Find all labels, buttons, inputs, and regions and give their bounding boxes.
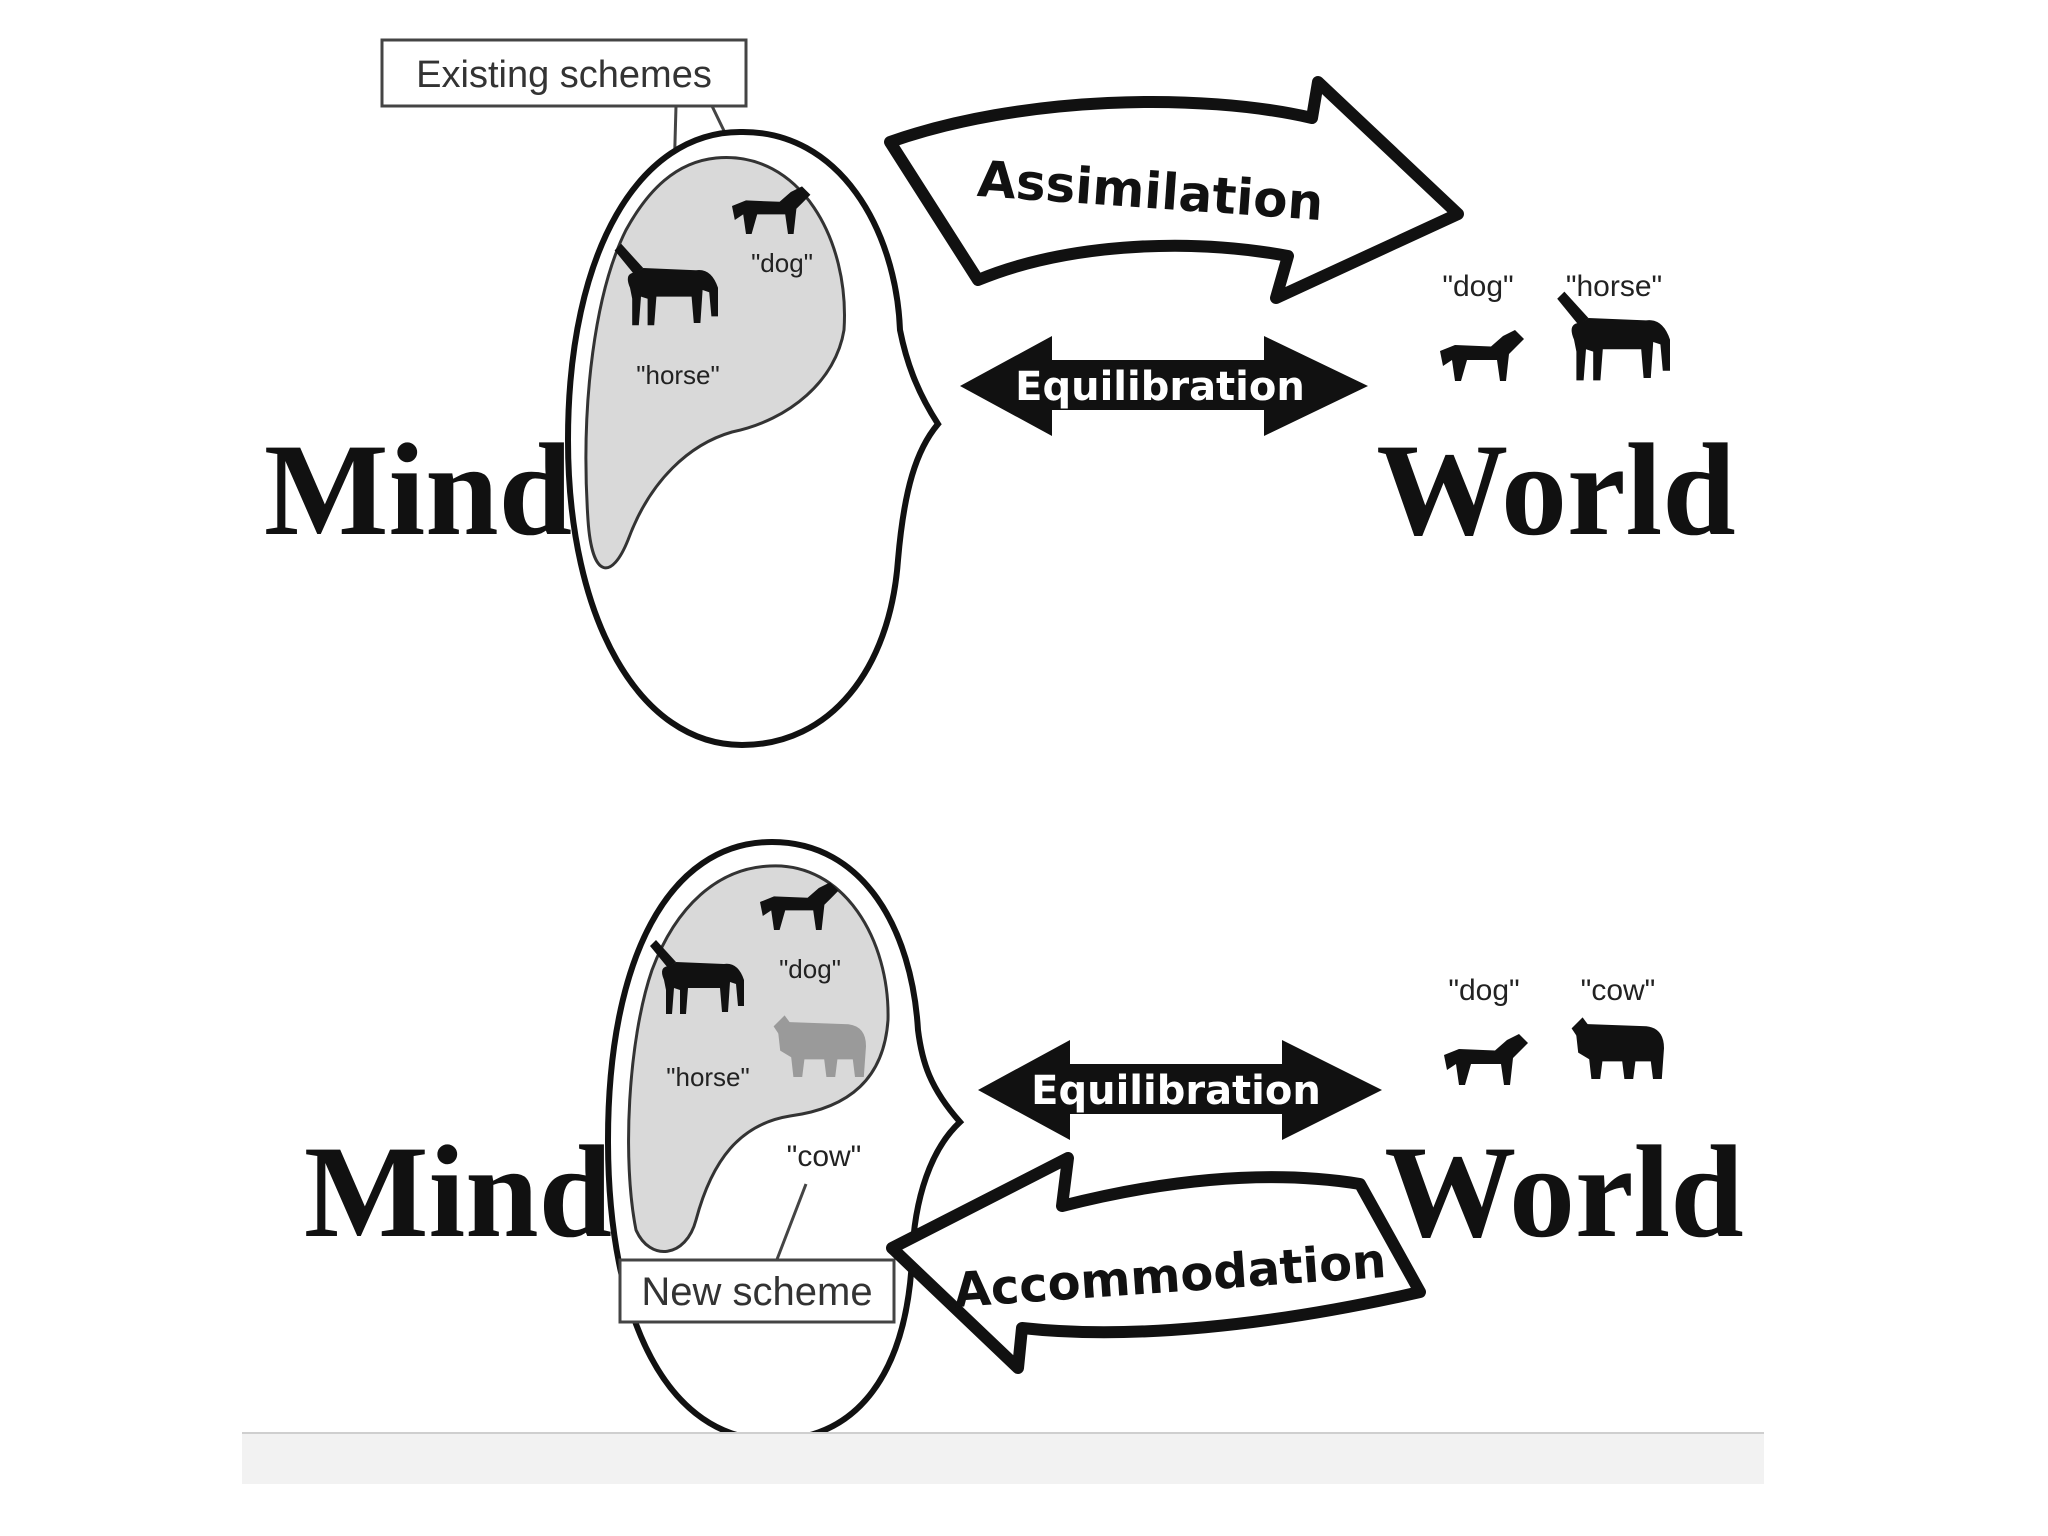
assimilation-arrow [884,76,1464,304]
top-mind-dog-label: "dog" [751,248,813,278]
top-scheme-region [584,156,846,570]
bottom-mind-cow-icon [773,1015,866,1077]
bottom-world-cow-icon [1571,1017,1664,1079]
bottom-mind-horse-label: "horse" [666,1062,750,1092]
bottom-scheme-region [627,864,890,1253]
bottom-world-cow-label: "cow" [1581,974,1656,1007]
new-scheme-box [618,1258,896,1324]
top-world-horse-icon [1557,291,1670,381]
bottom-equilibration-label: Equilibration [1031,1068,1321,1114]
bottom-world-dog-label: "dog" [1448,974,1519,1007]
top-equilibration-label: Equilibration [1015,364,1305,410]
top-world-dog-icon [1440,330,1524,381]
accommodation-arrow [886,1152,1426,1374]
bottom-world-dog-icon [1444,1034,1528,1085]
bottom-mind-dog-label: "dog" [779,954,841,984]
bottom-world-label: World [1384,1118,1743,1265]
existing-schemes-box [380,38,748,108]
bottom-equilibration-arrow [978,1040,1382,1140]
top-mind-label: Mind [264,416,572,563]
top-world-dog-label: "dog" [1442,270,1513,303]
top-panel: Existing schemes "dog" "horse" Mind Worl… [264,38,1736,749]
bottom-panel: "dog" "horse" "cow" New scheme Mind Worl… [304,838,1744,1444]
new-scheme-label: New scheme [641,1270,872,1314]
pointer-line-new-scheme [774,1183,808,1263]
bottom-mind-cow-label: "cow" [787,1140,862,1173]
top-world-horse-label: "horse" [1566,270,1662,303]
top-equilibration-arrow [960,336,1368,436]
bottom-gray-strip [242,1432,1764,1484]
existing-schemes-label: Existing schemes [416,54,712,96]
top-mind-horse-label: "horse" [636,360,720,390]
top-world-label: World [1376,416,1735,563]
bottom-mind-label: Mind [304,1118,612,1265]
